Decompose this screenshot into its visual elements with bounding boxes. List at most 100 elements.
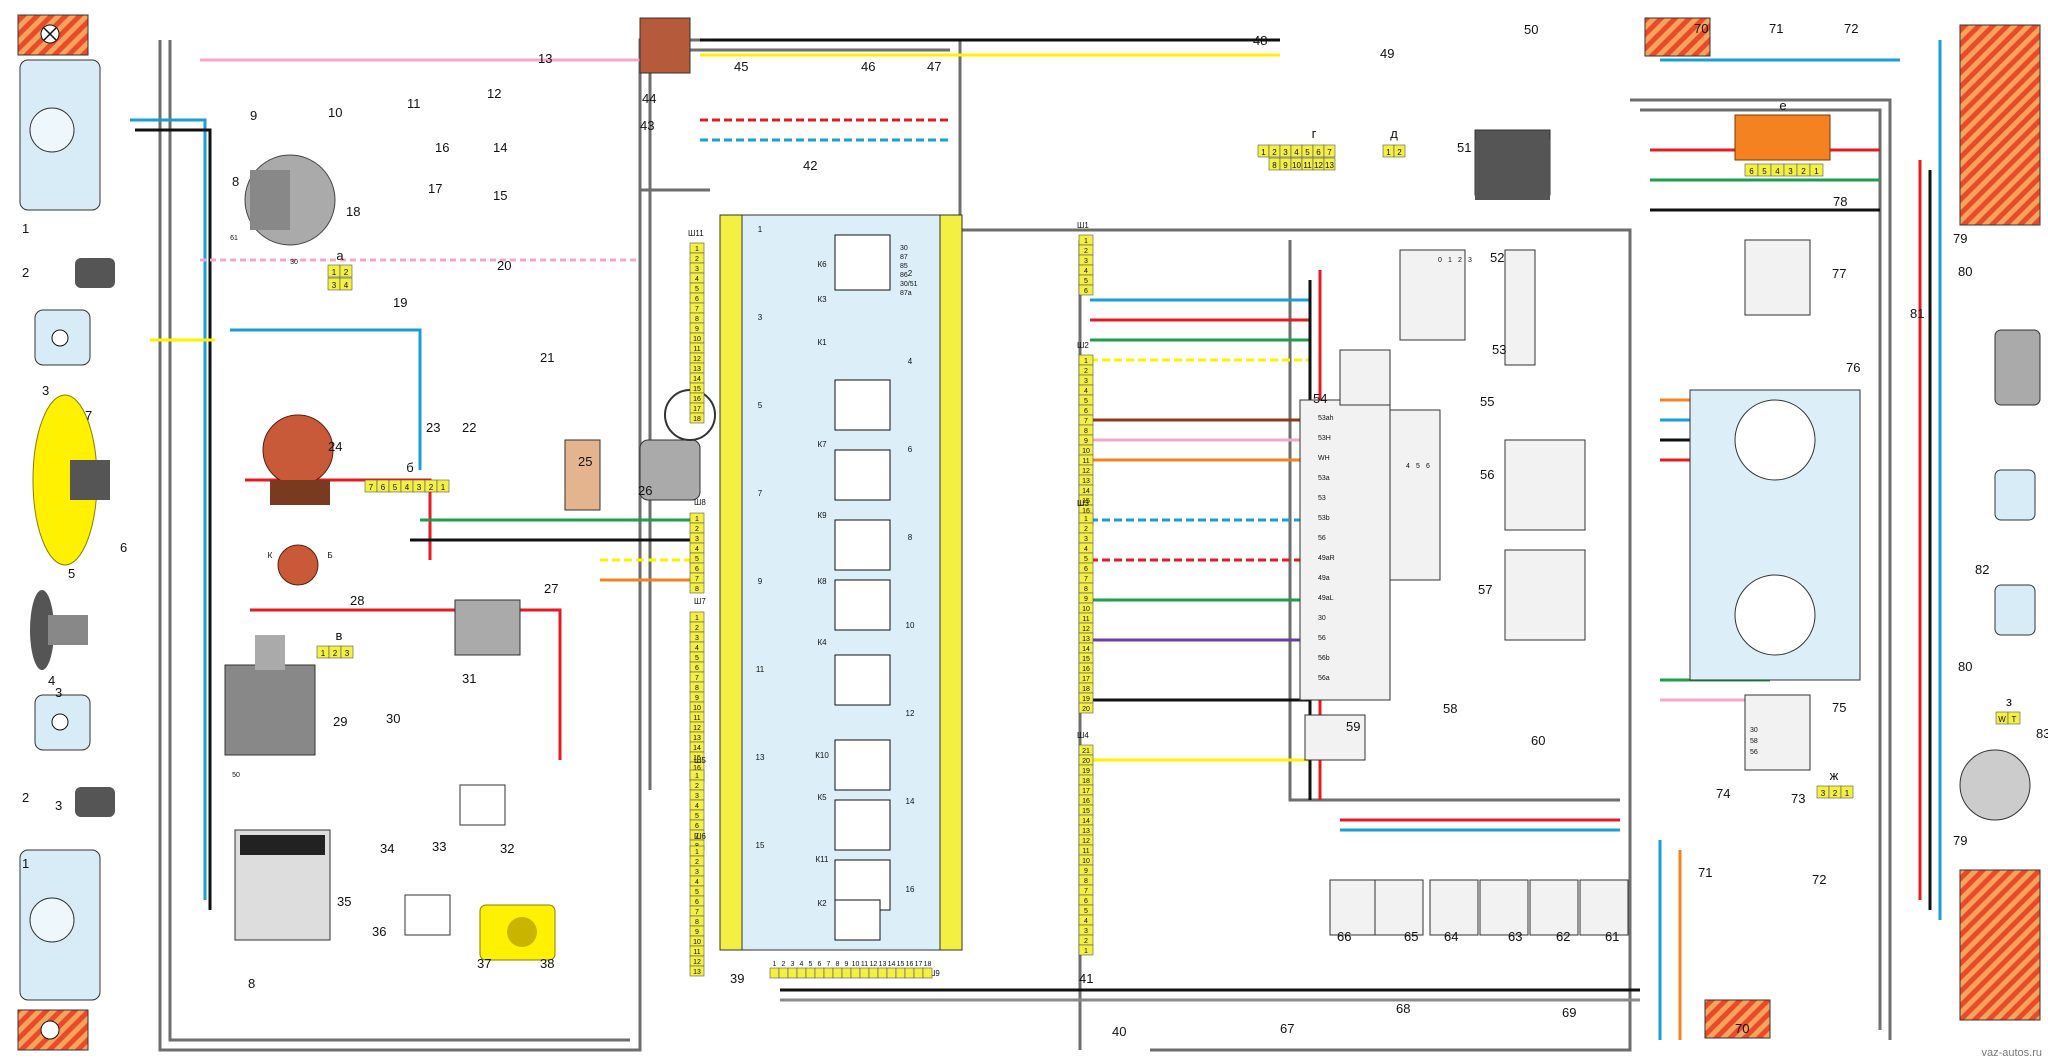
pin-sh8: 7: [695, 576, 699, 583]
relay-label: К4: [817, 638, 827, 647]
pin-cell-sh9: [913, 967, 924, 979]
washer-motors-left: [75, 258, 115, 817]
pin-sh4: 3: [1084, 928, 1088, 935]
pin-sh3: 1: [1084, 516, 1088, 523]
block-label-a: а: [336, 248, 344, 263]
pin-cell-sh9: [904, 967, 915, 979]
pin-sh4: 12: [1082, 838, 1090, 845]
callout-46: 46: [861, 59, 875, 74]
pin-sh3: 17: [1082, 676, 1090, 683]
sensor-37: [479, 904, 556, 961]
connector-label-sh6: Ш6: [694, 832, 706, 841]
pin-sh6: 6: [695, 899, 699, 906]
pin-sh11: 6: [695, 296, 699, 303]
block-cell-v: [340, 645, 354, 659]
block-cell-zh: [1840, 785, 1854, 799]
callout-9: 9: [250, 108, 257, 123]
callout-71a: 71: [1769, 21, 1783, 36]
plate-lamps: [1994, 469, 2036, 636]
pin-sh2: 10: [1082, 448, 1090, 455]
pin-sh11: 5: [695, 286, 699, 293]
callout-58: 58: [1443, 701, 1457, 716]
distributor: [262, 414, 334, 505]
pin-sh7: 16: [693, 765, 701, 772]
pin-sh8: 6: [695, 566, 699, 573]
terminal-52: 1: [1448, 257, 1452, 264]
block-pin-g: 11: [1303, 161, 1312, 170]
fuse-number: 1: [758, 225, 763, 234]
pin-sh4: 17: [1082, 788, 1090, 795]
fuse-number: 12: [906, 709, 915, 718]
relay-terminal: 85: [900, 263, 908, 270]
pin-sh5: 5: [695, 813, 699, 820]
horn: [30, 590, 88, 670]
pin-sh9: 6: [818, 961, 822, 968]
callout-74: 74: [1716, 786, 1730, 801]
pin-sh9: 10: [852, 961, 860, 968]
terminal-battery: 50: [232, 772, 240, 779]
callout-20: 20: [497, 258, 511, 273]
block-pin-b: 1: [441, 483, 446, 492]
fuse-number: 7: [758, 489, 763, 498]
relay-label: К6: [817, 260, 827, 269]
block-pin-e: 4: [1775, 167, 1780, 176]
pin-sh7: 3: [695, 635, 699, 642]
pin-sh9: 15: [897, 961, 905, 968]
pin-sh2: 14: [1082, 488, 1090, 495]
callout-32: 32: [500, 841, 514, 856]
callout-23: 23: [426, 420, 440, 435]
watermark: vaz-autos.ru: [1981, 1047, 2042, 1059]
pin-sh6: 2: [695, 859, 699, 866]
block-pin-zh: 3: [1821, 789, 1826, 798]
block-cell-a: [339, 277, 353, 291]
pin-sh3: 16: [1082, 666, 1090, 673]
block-pin-d: 1: [1386, 148, 1391, 157]
pin-sh3: 12: [1082, 626, 1090, 633]
switch-blocks-center: [1299, 129, 1586, 761]
fuse-number: 9: [758, 577, 763, 586]
pin-sh11: 16: [693, 396, 701, 403]
relay-terminal: 86: [900, 272, 908, 279]
pin-cell-sh9: [778, 967, 789, 979]
pin-sh6: 7: [695, 909, 699, 916]
pin-cell-sh9: [823, 967, 834, 979]
fuse-relay-block: [719, 214, 963, 951]
terminal-58: 49aR: [1318, 555, 1335, 562]
callout-78: 78: [1833, 194, 1847, 209]
pin-sh7: 5: [695, 655, 699, 662]
lamp-70-bottom: [1704, 999, 1771, 1039]
relay-label: К11: [816, 855, 830, 864]
connector-pin-strips: Ш11123456789101112131415161718Ш812345678…: [688, 221, 1094, 979]
callout-68: 68: [1396, 1001, 1410, 1016]
callout-45: 45: [734, 59, 748, 74]
pin-sh11: 14: [693, 376, 701, 383]
pin-sh8: 3: [695, 536, 699, 543]
pin-cell-sh6: [689, 965, 705, 977]
pin-sh3: 10: [1082, 606, 1090, 613]
pin-sh4: 13: [1082, 828, 1090, 835]
terminal-58: 49a: [1318, 575, 1330, 582]
terminal-56: 5: [1416, 463, 1420, 470]
callout-37: 37: [477, 956, 491, 971]
pin-sh11: 2: [695, 256, 699, 263]
relay-label: К5: [817, 793, 827, 802]
block-pin-g: 2: [1272, 148, 1277, 157]
callout-47: 47: [927, 59, 941, 74]
callout-33: 33: [432, 839, 446, 854]
callout-18: 18: [346, 204, 360, 219]
pin-sh9: 3: [791, 961, 795, 968]
terminal-58: 53: [1318, 495, 1326, 502]
fuse-number: 16: [906, 885, 915, 894]
callout-2a: 2: [22, 265, 29, 280]
pin-sh11: 4: [695, 276, 699, 283]
pin-sh11: 17: [693, 406, 701, 413]
callout-59: 59: [1346, 719, 1360, 734]
callout-69: 69: [1562, 1005, 1576, 1020]
callout-53: 53: [1492, 342, 1506, 357]
callout-61: 61: [1605, 929, 1619, 944]
pin-sh2: 15: [1082, 498, 1090, 505]
pin-sh9: 8: [836, 961, 840, 968]
block-pin-b: 6: [381, 483, 386, 492]
block-label-g: г: [1312, 126, 1317, 141]
callout-64: 64: [1444, 929, 1458, 944]
